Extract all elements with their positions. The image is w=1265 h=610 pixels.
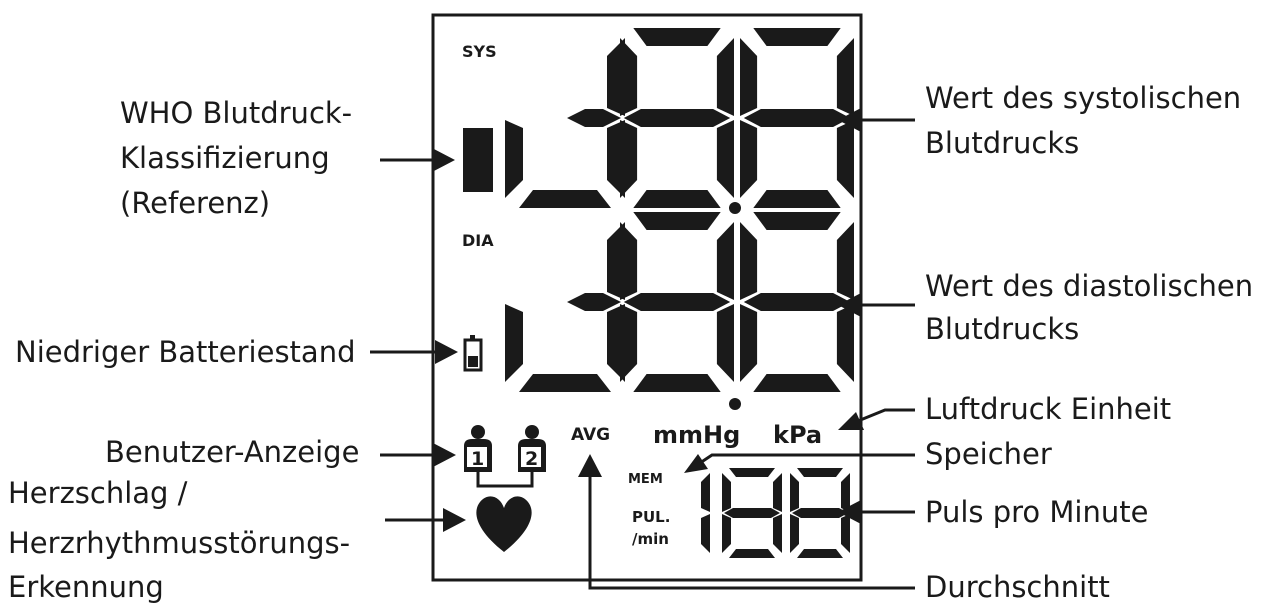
heart-arrow <box>385 508 466 532</box>
battery-arrow <box>370 340 458 364</box>
svg-text:Blutdrucks: Blutdrucks <box>925 126 1079 160</box>
user-1-number: 1 <box>471 448 484 470</box>
who-classification-bar <box>463 128 493 192</box>
diastolic-decimal-point <box>729 398 741 410</box>
mem-indicator: MEM <box>628 472 663 487</box>
user-2-icon <box>518 425 546 472</box>
pulse-label: Puls pro Minute <box>925 495 1148 529</box>
svg-text:Blutdrucks: Blutdrucks <box>925 312 1079 346</box>
mmhg-indicator: mmHg <box>653 421 740 449</box>
svg-text:Erkennung: Erkennung <box>8 570 164 604</box>
who-arrow <box>380 148 455 172</box>
user-label: Benutzer-Anzeige <box>105 435 359 469</box>
dia-indicator: DIA <box>462 231 494 250</box>
who-label: WHO Blutdruck- Klassifizierung (Referenz… <box>120 96 352 220</box>
pul-indicator: PUL. <box>632 508 670 526</box>
unit-label: Luftdruck Einheit <box>925 392 1171 426</box>
memory-arrow <box>684 453 915 473</box>
memory-label: Speicher <box>925 437 1052 471</box>
battery-icon <box>463 335 483 372</box>
sys-indicator: SYS <box>462 42 497 61</box>
heart-icon <box>476 496 532 552</box>
svg-text:Klassifizierung: Klassifizierung <box>120 141 330 175</box>
systolic-arrow <box>838 108 915 132</box>
kpa-indicator: kPa <box>773 421 822 449</box>
svg-text:Herzschlag /: Herzschlag / <box>8 476 188 510</box>
user-arrow <box>380 443 456 467</box>
unit-arrow <box>838 408 915 430</box>
diastolic-arrow <box>838 293 915 317</box>
user-1-icon <box>464 425 492 472</box>
heart-label: Herzschlag / Herzrhythmusstörungs- Erken… <box>8 476 350 604</box>
svg-text:WHO Blutdruck-: WHO Blutdruck- <box>120 96 352 130</box>
battery-label: Niedriger Batteriestand <box>15 335 355 369</box>
user-bracket <box>476 470 534 488</box>
per-min-indicator: /min <box>632 530 669 548</box>
user-2-number: 2 <box>525 448 538 470</box>
avg-indicator: AVG <box>571 425 610 445</box>
average-label: Durchschnitt <box>925 570 1110 604</box>
svg-text:Herzrhythmusstörungs-: Herzrhythmusstörungs- <box>8 526 350 560</box>
systolic-label: Wert des systolischen Blutdrucks <box>925 81 1241 160</box>
svg-text:Wert des systolischen: Wert des systolischen <box>925 81 1241 115</box>
average-arrow <box>578 454 915 590</box>
pulse-arrow <box>838 500 915 524</box>
diastolic-label: Wert des diastolischen Blutdrucks <box>925 269 1253 346</box>
svg-text:(Referenz): (Referenz) <box>120 186 270 220</box>
systolic-decimal-point <box>729 202 741 214</box>
svg-text:Wert des diastolischen: Wert des diastolischen <box>925 269 1253 303</box>
